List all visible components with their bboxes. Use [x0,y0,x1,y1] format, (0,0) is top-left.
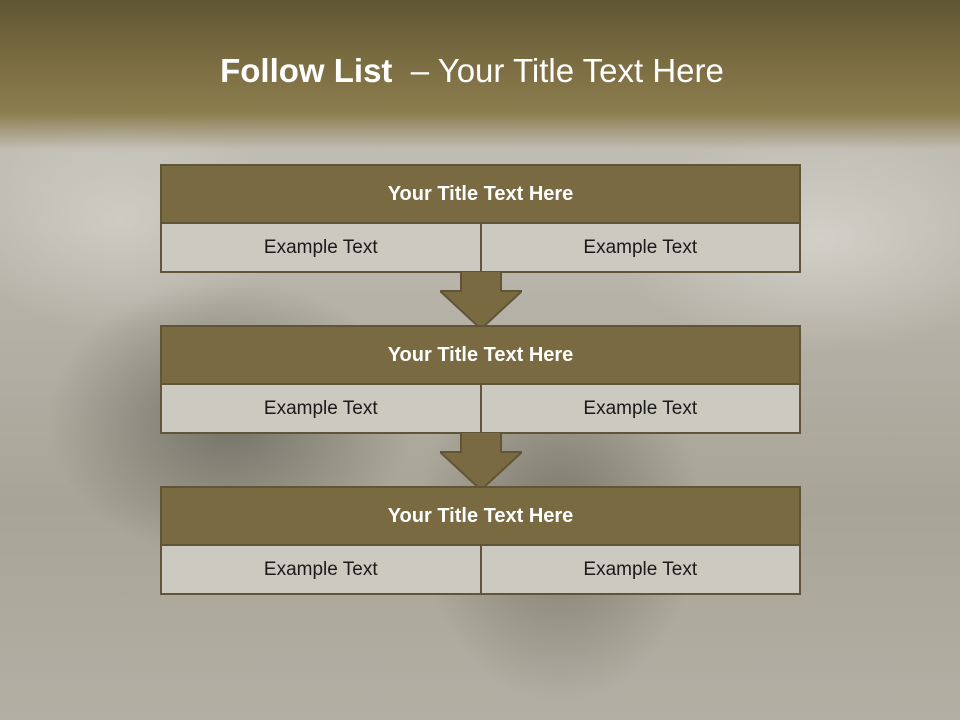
slide-title: Follow List – Your Title Text Here [0,52,944,90]
flow-block-cell-right: Example Text [479,546,799,593]
flow-block-row: Example Text Example Text [162,546,799,593]
flow-block-1: Your Title Text Here Example Text Exampl… [160,164,801,273]
flow-block-row: Example Text Example Text [162,385,799,432]
down-arrow-icon [440,271,522,329]
flow-block-cell-right: Example Text [479,385,799,432]
flow-block-3: Your Title Text Here Example Text Exampl… [160,486,801,595]
title-band [0,0,960,150]
flow-block-title: Your Title Text Here [162,488,799,546]
down-arrow-icon [440,432,522,490]
flow-block-cell-right: Example Text [479,224,799,271]
flow-block-title: Your Title Text Here [162,327,799,385]
flow-block-title: Your Title Text Here [162,166,799,224]
flow-block-row: Example Text Example Text [162,224,799,271]
flow-block-cell-left: Example Text [162,224,480,271]
flow-block-2: Your Title Text Here Example Text Exampl… [160,325,801,434]
flow-block-cell-left: Example Text [162,546,480,593]
slide-title-bold: Follow List [220,52,393,89]
flow-block-cell-left: Example Text [162,385,480,432]
slide-title-rest: – Your Title Text Here [410,52,724,89]
